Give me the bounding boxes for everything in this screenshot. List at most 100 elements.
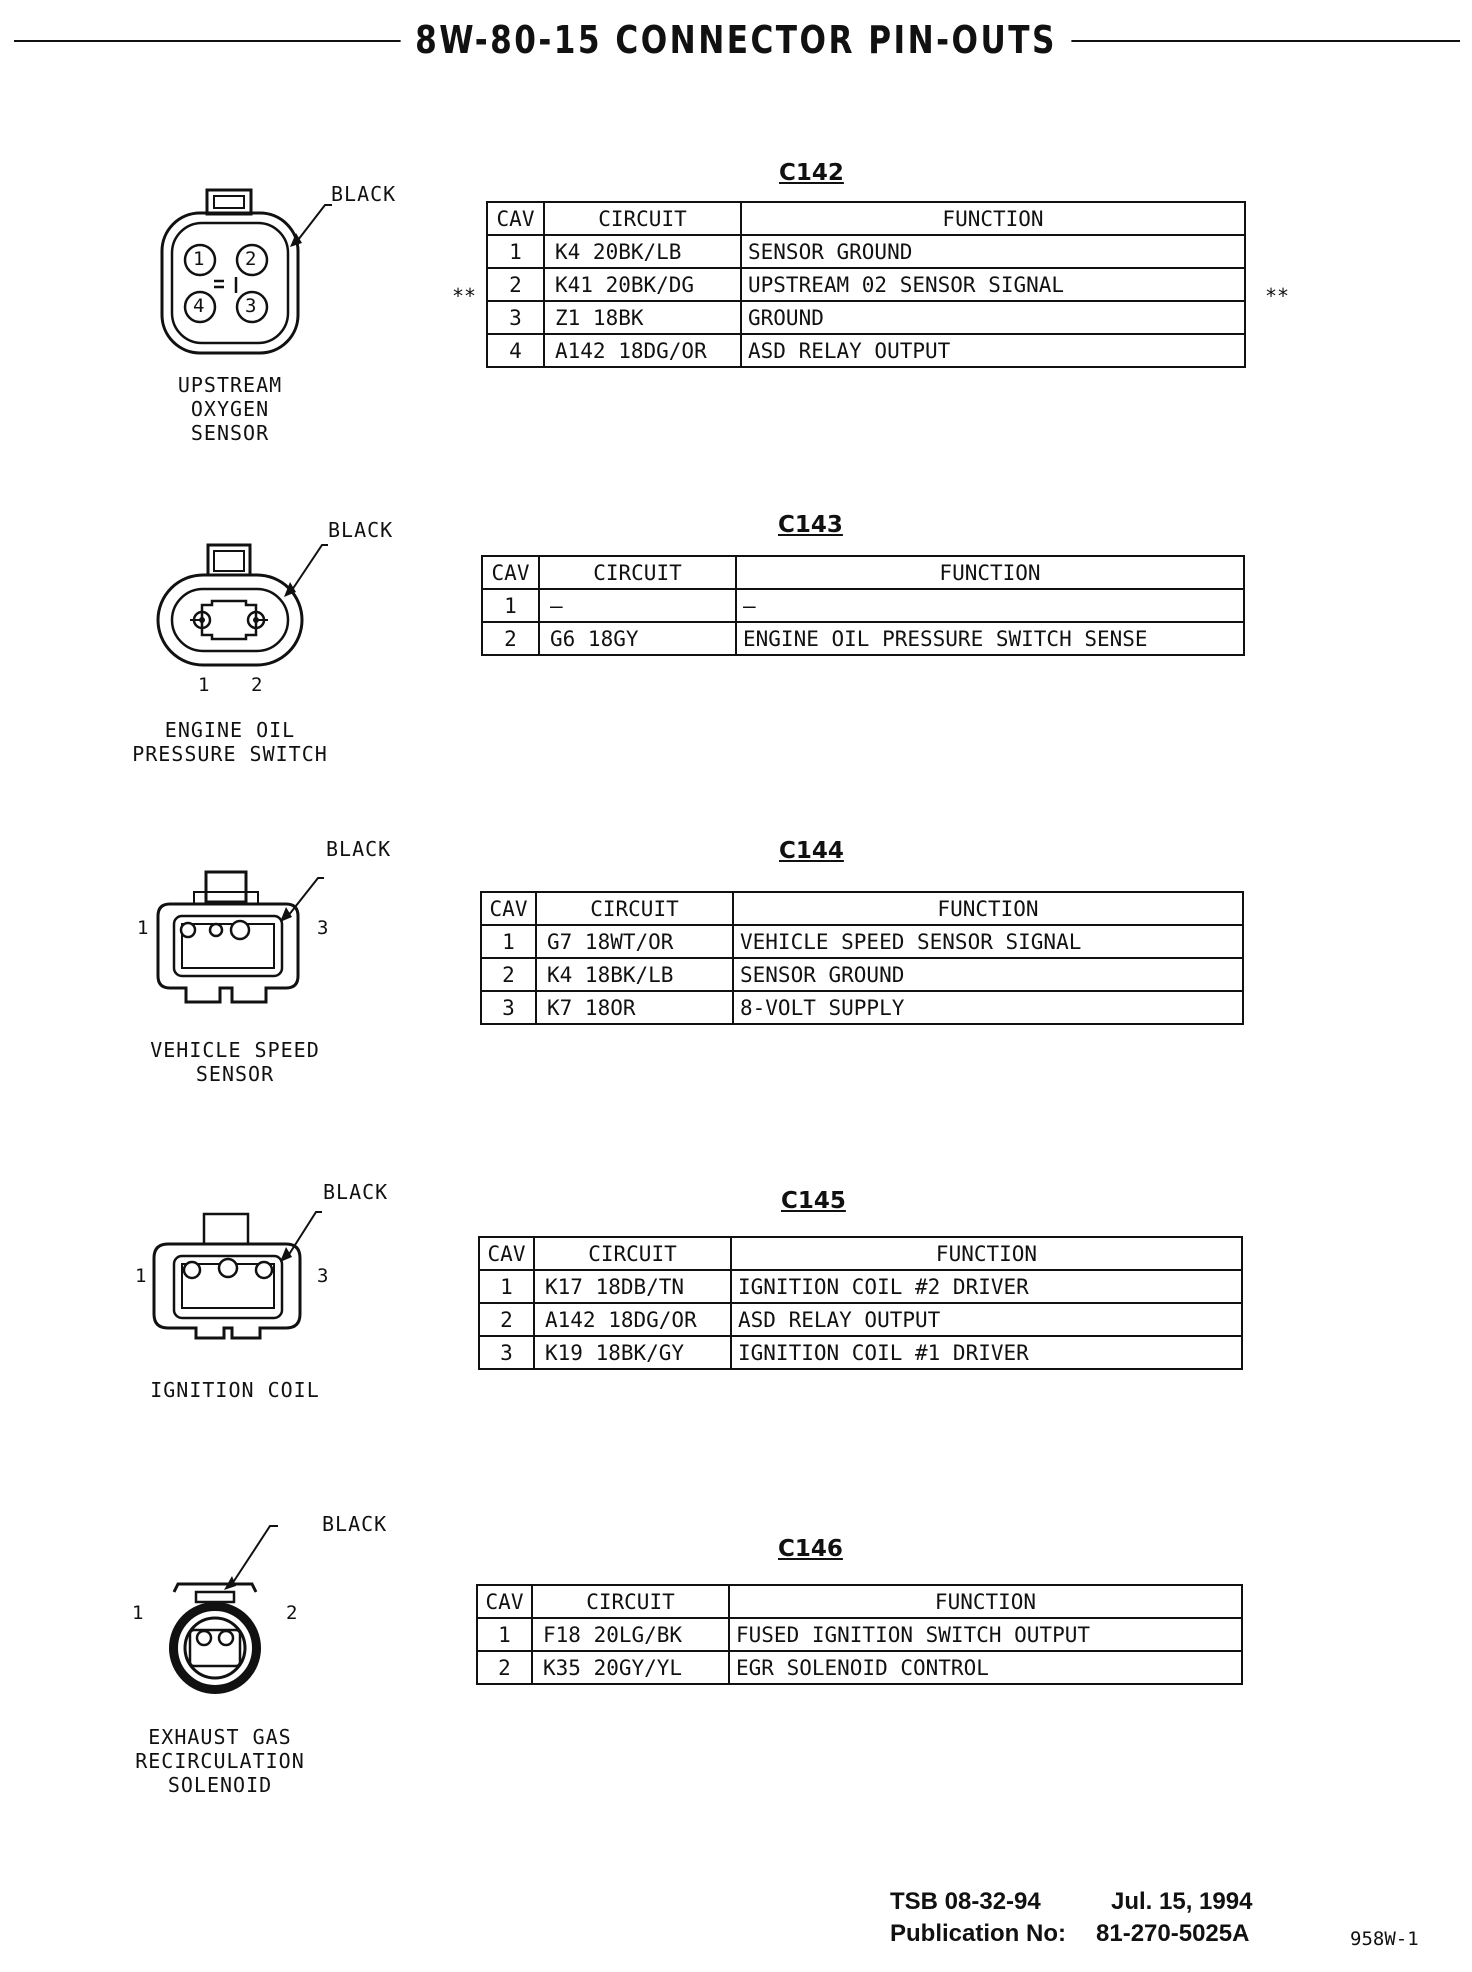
circuit-cell: K4 18BK/LB bbox=[535, 957, 734, 992]
pin-label: 3 bbox=[317, 1265, 329, 1287]
connector-name-line: ENGINE OIL bbox=[164, 718, 296, 742]
cav-cell: 2 bbox=[486, 267, 545, 302]
upstream-oxygen-sensor-connector-icon bbox=[160, 188, 332, 355]
cav-cell: 2 bbox=[476, 1650, 533, 1685]
pin-label: 4 bbox=[193, 295, 205, 317]
function-cell: — bbox=[735, 588, 1245, 623]
connector-name-line: IGNITION COIL bbox=[150, 1378, 320, 1402]
pin-2-icon bbox=[246, 610, 266, 630]
connector-name: IGNITION COIL bbox=[120, 1378, 350, 1402]
table-row: 1 F18 20LG/BK FUSED IGNITION SWITCH OUTP… bbox=[476, 1617, 1243, 1652]
function-cell: UPSTREAM 02 SENSOR SIGNAL bbox=[740, 267, 1246, 302]
connector-name: VEHICLE SPEED SENSOR bbox=[110, 1038, 360, 1086]
circuit-cell: A142 18DG/OR bbox=[543, 333, 742, 368]
egr-solenoid-connector-icon bbox=[169, 1525, 278, 1694]
pin-1-icon bbox=[192, 610, 212, 630]
cav-cell: 3 bbox=[486, 300, 545, 335]
circuit-cell: G6 18GY bbox=[538, 621, 737, 656]
connector-id: C145 bbox=[781, 1188, 846, 1214]
function-cell: FUSED IGNITION SWITCH OUTPUT bbox=[728, 1617, 1243, 1652]
pin-label: 1 bbox=[132, 1602, 144, 1624]
column-header-cav: CAV bbox=[480, 891, 537, 926]
column-header-cav: CAV bbox=[481, 555, 540, 590]
table-row: 2 K35 20GY/YL EGR SOLENOID CONTROL bbox=[476, 1650, 1243, 1685]
pin-label: 1 bbox=[193, 248, 205, 270]
pin-label: 1 bbox=[135, 1265, 147, 1287]
pinout-table: CAV CIRCUIT FUNCTION 1 K17 18DB/TN IGNIT… bbox=[478, 1236, 1243, 1370]
function-cell: EGR SOLENOID CONTROL bbox=[728, 1650, 1243, 1685]
table-row: 3 K19 18BK/GY IGNITION COIL #1 DRIVER bbox=[478, 1335, 1243, 1370]
table-header-row: CAV CIRCUIT FUNCTION bbox=[480, 891, 1244, 926]
cav-cell: 1 bbox=[480, 924, 537, 959]
table-row: 2 K4 18BK/LB SENSOR GROUND bbox=[480, 957, 1244, 992]
table-row: 3 Z1 18BK GROUND bbox=[486, 300, 1246, 335]
column-header-cav: CAV bbox=[478, 1236, 535, 1271]
row-marker-left: ** bbox=[452, 284, 477, 308]
table-row: 1 K17 18DB/TN IGNITION COIL #2 DRIVER bbox=[478, 1269, 1243, 1304]
title-rule-right bbox=[1062, 40, 1460, 42]
column-header-function: FUNCTION bbox=[728, 1584, 1243, 1619]
circuit-cell: K4 20BK/LB bbox=[543, 234, 742, 269]
connector-name-line: PRESSURE SWITCH bbox=[132, 742, 328, 766]
circuit-cell: G7 18WT/OR bbox=[535, 924, 734, 959]
row-marker-right: ** bbox=[1265, 284, 1290, 308]
table-header-row: CAV CIRCUIT FUNCTION bbox=[486, 201, 1246, 236]
connector-name-line: VEHICLE SPEED bbox=[150, 1038, 320, 1062]
function-cell: 8-VOLT SUPPLY bbox=[732, 990, 1244, 1025]
function-cell: GROUND bbox=[740, 300, 1246, 335]
cav-cell: 2 bbox=[480, 957, 537, 992]
table-header-row: CAV CIRCUIT FUNCTION bbox=[481, 555, 1245, 590]
column-header-circuit: CIRCUIT bbox=[538, 555, 737, 590]
column-header-function: FUNCTION bbox=[740, 201, 1246, 236]
function-cell: SENSOR GROUND bbox=[732, 957, 1244, 992]
circuit-cell: K35 20GY/YL bbox=[531, 1650, 730, 1685]
pin-label: 2 bbox=[245, 248, 257, 270]
connector-id: C146 bbox=[778, 1536, 843, 1562]
pin-label: 3 bbox=[317, 917, 329, 939]
circuit-cell: K19 18BK/GY bbox=[533, 1335, 732, 1370]
table-row: 2 A142 18DG/OR ASD RELAY OUTPUT bbox=[478, 1302, 1243, 1337]
circuit-cell: Z1 18BK bbox=[543, 300, 742, 335]
function-cell: ASD RELAY OUTPUT bbox=[740, 333, 1246, 368]
pin-3-icon bbox=[235, 290, 269, 324]
pin-1-icon bbox=[182, 1260, 202, 1280]
cav-cell: 1 bbox=[486, 234, 545, 269]
page-title: 8W-80-15 CONNECTOR PIN-OUTS bbox=[132, 18, 1339, 62]
connector-name-line: UPSTREAM bbox=[177, 373, 283, 397]
table-row: 1 K4 20BK/LB SENSOR GROUND bbox=[486, 234, 1246, 269]
cav-cell: 1 bbox=[478, 1269, 535, 1304]
circuit-cell: A142 18DG/OR bbox=[533, 1302, 732, 1337]
pin-label: 1 bbox=[198, 674, 210, 696]
connector-name-line: EXHAUST GAS bbox=[148, 1725, 292, 1749]
title-rule-left bbox=[14, 40, 414, 42]
wire-color-label: BLACK bbox=[331, 182, 397, 206]
table-row: 1 G7 18WT/OR VEHICLE SPEED SENSOR SIGNAL bbox=[480, 924, 1244, 959]
pinout-table: CAV CIRCUIT FUNCTION 1 G7 18WT/OR VEHICL… bbox=[480, 891, 1244, 1025]
column-header-function: FUNCTION bbox=[730, 1236, 1243, 1271]
connector-name-line: SENSOR bbox=[190, 421, 270, 445]
pinout-table: CAV CIRCUIT FUNCTION 1 K4 20BK/LB SENSOR… bbox=[486, 201, 1246, 368]
pin-2-icon bbox=[217, 1257, 239, 1279]
column-header-circuit: CIRCUIT bbox=[533, 1236, 732, 1271]
function-cell: SENSOR GROUND bbox=[740, 234, 1246, 269]
table-row: 2 K41 20BK/DG UPSTREAM 02 SENSOR SIGNAL bbox=[486, 267, 1246, 302]
pinout-table: CAV CIRCUIT FUNCTION 1 F18 20LG/BK FUSED… bbox=[476, 1584, 1243, 1685]
pin-1-icon bbox=[183, 243, 217, 277]
page-code: 958W-1 bbox=[1350, 1928, 1419, 1950]
pin-3-icon bbox=[254, 1260, 274, 1280]
connector-name: EXHAUST GAS RECIRCULATION SOLENOID bbox=[100, 1725, 340, 1797]
function-cell: ASD RELAY OUTPUT bbox=[730, 1302, 1243, 1337]
wire-color-label: BLACK bbox=[322, 1512, 388, 1536]
cav-cell: 3 bbox=[480, 990, 537, 1025]
column-header-circuit: CIRCUIT bbox=[543, 201, 742, 236]
connector-id: C144 bbox=[779, 838, 844, 864]
pin-label: 2 bbox=[286, 1602, 298, 1624]
vehicle-speed-sensor-connector-icon bbox=[156, 870, 324, 1004]
ignition-coil-connector-icon bbox=[152, 1211, 322, 1340]
footer-date: Jul. 15, 1994 bbox=[1111, 1888, 1253, 1915]
pin-2-icon bbox=[235, 243, 269, 277]
connector-name: ENGINE OIL PRESSURE SWITCH bbox=[110, 718, 350, 766]
pin-1-icon bbox=[179, 921, 197, 939]
circuit-cell: — bbox=[538, 588, 737, 623]
cav-cell: 3 bbox=[478, 1335, 535, 1370]
